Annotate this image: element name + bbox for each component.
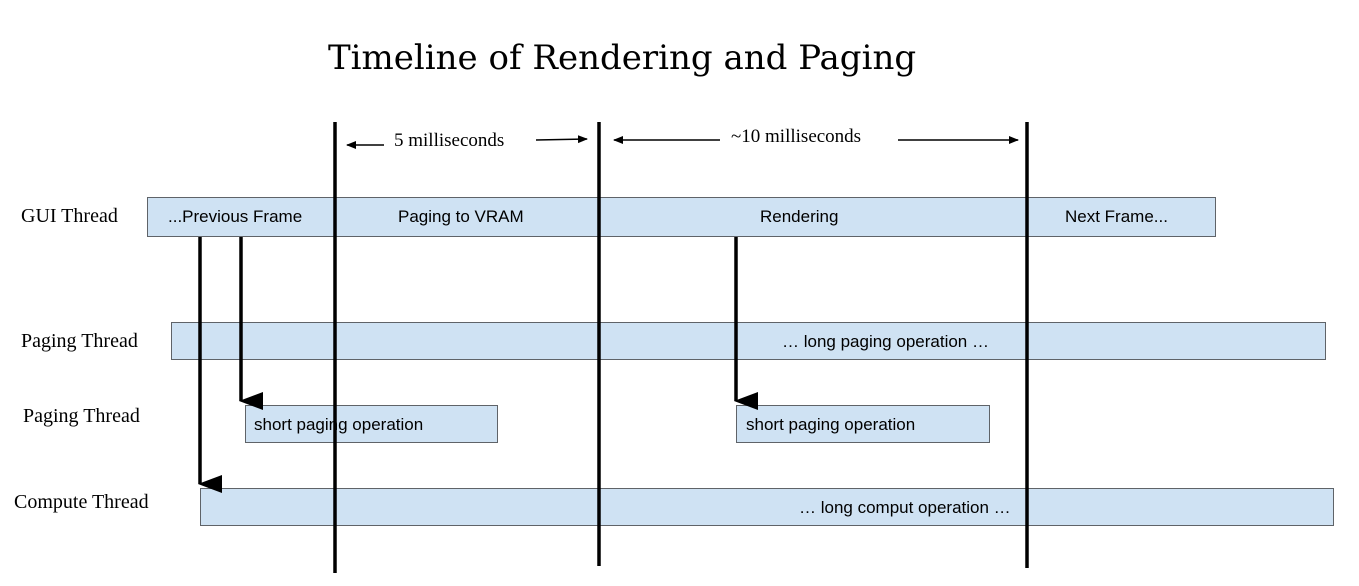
bar-text-long-compute-operation: … long comput operation … <box>799 498 1011 517</box>
bar-text-short-paging-operation-2: short paging operation <box>746 415 916 434</box>
row-label-paging-thread-2: Paging Thread <box>23 405 140 427</box>
bar-text-short-paging-operation-1: short paging operation <box>254 415 424 434</box>
bar-previous-frame <box>147 197 336 237</box>
bar-rendering <box>599 197 1028 237</box>
bar-next-frame <box>1027 197 1216 237</box>
bar-long-compute-operation <box>200 488 1334 526</box>
bar-text-next-frame: Next Frame... <box>1065 207 1168 226</box>
row-label-compute-thread: Compute Thread <box>14 491 149 513</box>
interval-arrow-5ms-right <box>535 135 588 144</box>
interval-label-5ms: 5 milliseconds <box>390 130 509 152</box>
diagram-title: Timeline of Rendering and Paging <box>328 38 917 78</box>
row-label-gui-thread: GUI Thread <box>21 205 118 227</box>
row-label-paging-thread-1: Paging Thread <box>21 330 138 352</box>
bar-text-long-paging-operation: … long paging operation … <box>782 332 989 351</box>
bar-text-previous-frame: ...Previous Frame <box>168 207 303 226</box>
interval-label-10ms: ~10 milliseconds <box>727 126 866 148</box>
bar-short-paging-operation-1 <box>245 405 498 443</box>
bar-short-paging-operation-2 <box>736 405 990 443</box>
bar-text-paging-to-vram: Paging to VRAM <box>398 207 524 226</box>
bar-long-paging-operation <box>171 322 1326 360</box>
bar-text-rendering: Rendering <box>760 207 839 226</box>
